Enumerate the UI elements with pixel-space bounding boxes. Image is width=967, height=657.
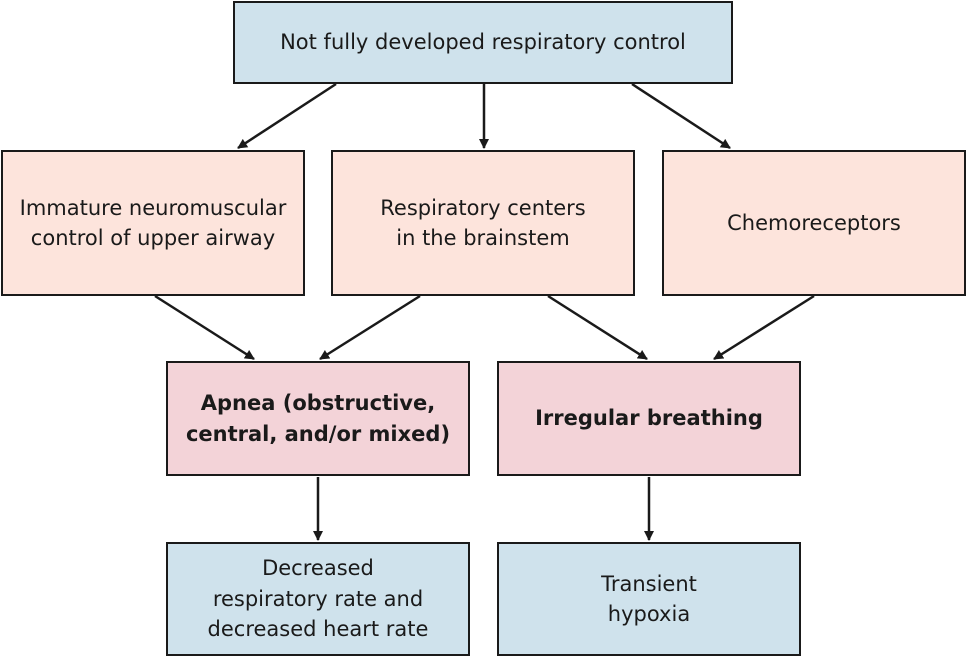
cause-node-chemoreceptors: Chemoreceptors — [662, 150, 966, 296]
cause-node-neuromuscular-label: Immature neuromuscular control of upper … — [19, 195, 287, 250]
outcome-node-decreased-rates-label: Decreased respiratory rate and decreased… — [207, 556, 429, 642]
effect-node-apnea: Apnea (obstructive, central, and/or mixe… — [166, 361, 470, 476]
effect-node-apnea-label: Apnea (obstructive, central, and/or mixe… — [185, 391, 451, 446]
root-node: Not fully developed respiratory control — [233, 1, 733, 84]
arrow-neuromuscular-to-apnea — [154, 294, 255, 361]
outcome-node-decreased-rates: Decreased respiratory rate and decreased… — [166, 542, 470, 656]
cause-node-brainstem: Respiratory centers in the brainstem — [331, 150, 635, 296]
arrow-brainstem-to-apnea — [319, 294, 421, 361]
effect-node-irregular-breathing: Irregular breathing — [497, 361, 801, 476]
outcome-node-transient-hypoxia: Transient hypoxia — [497, 542, 801, 656]
root-node-label: Not fully developed respiratory control — [280, 30, 686, 55]
cause-node-neuromuscular: Immature neuromuscular control of upper … — [1, 150, 305, 296]
arrow-root-to-neuromuscular — [237, 82, 337, 150]
cause-node-brainstem-label: Respiratory centers in the brainstem — [380, 195, 586, 250]
effect-node-irregular-breathing-label: Irregular breathing — [535, 406, 763, 431]
outcome-node-transient-hypoxia-label: Transient hypoxia — [601, 571, 697, 626]
cause-node-chemoreceptors-label: Chemoreceptors — [727, 210, 901, 235]
arrow-chemoreceptors-to-irregular — [713, 294, 815, 361]
arrow-root-to-chemoreceptors — [631, 82, 731, 150]
arrow-brainstem-to-irregular — [547, 294, 648, 361]
